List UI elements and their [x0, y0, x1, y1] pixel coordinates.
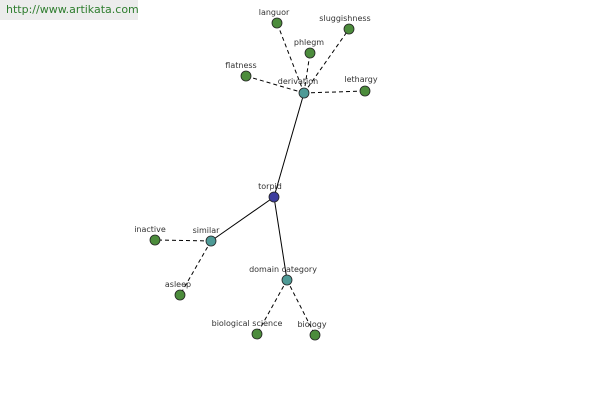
node-biology[interactable]	[309, 329, 321, 341]
node-label-biological-science[interactable]: biological science	[212, 319, 283, 328]
node-label-sluggishness[interactable]: sluggishness	[319, 14, 370, 23]
node-label-similar[interactable]: similar	[193, 226, 221, 235]
edge-domain-category-to-biology	[286, 279, 316, 336]
watermark-url: http://www.artikata.com	[0, 0, 139, 20]
node-similar[interactable]	[205, 235, 217, 247]
node-domain-category[interactable]	[281, 274, 293, 286]
node-label-phlegm[interactable]: phlegm	[294, 38, 324, 47]
node-phlegm[interactable]	[304, 47, 316, 59]
edge-derivation-to-sluggishness	[303, 28, 350, 94]
edge-torpid-to-similar	[210, 196, 275, 242]
node-layer	[149, 17, 371, 341]
node-derivation[interactable]	[298, 87, 310, 99]
node-torpid[interactable]	[268, 191, 280, 203]
node-label-lethargy[interactable]: lethargy	[344, 75, 377, 84]
edge-similar-to-asleep	[179, 240, 212, 296]
node-sluggishness[interactable]	[343, 23, 355, 35]
edge-derivation-to-languor	[276, 22, 305, 94]
node-label-asleep[interactable]: asleep	[165, 280, 191, 289]
node-label-torpid[interactable]: torpid	[258, 182, 282, 191]
edge-derivation-to-phlegm	[303, 52, 311, 94]
node-languor[interactable]	[271, 17, 283, 29]
edge-similar-to-inactive	[154, 239, 212, 242]
node-label-derivation[interactable]: derivation	[278, 77, 318, 86]
node-lethargy[interactable]	[359, 85, 371, 97]
edge-torpid-to-derivation	[273, 92, 305, 198]
edge-derivation-to-lethargy	[303, 90, 366, 94]
edge-torpid-to-domain-category	[273, 196, 288, 281]
edge-derivation-to-flatness	[245, 75, 305, 94]
edge-domain-category-to-biological-science	[256, 279, 288, 335]
node-biological-science[interactable]	[251, 328, 263, 340]
node-inactive[interactable]	[149, 234, 161, 246]
node-label-languor[interactable]: languor	[259, 8, 290, 17]
edge-layer	[154, 22, 366, 336]
node-label-flatness[interactable]: flatness	[225, 61, 256, 70]
node-flatness[interactable]	[240, 70, 252, 82]
label-layer: torpid derivation similar domain category la…	[134, 8, 378, 329]
node-label-biology[interactable]: biology	[297, 320, 326, 329]
node-asleep[interactable]	[174, 289, 186, 301]
node-label-domain-category[interactable]: domain category	[249, 265, 317, 274]
node-label-inactive[interactable]: inactive	[134, 225, 166, 234]
